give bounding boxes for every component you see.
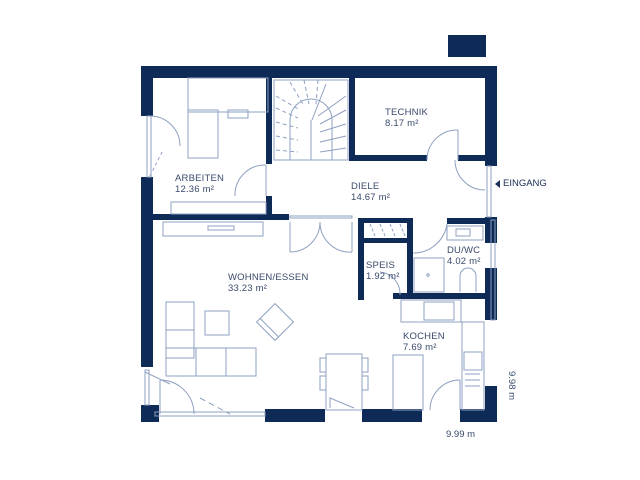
room-area: 1.92 m² [366,271,400,282]
room-name: ARBEITEN [175,173,225,184]
room-name: WOHNEN/ESSEN [228,272,309,283]
room-name: KOCHEN [403,331,445,342]
room-label-arbeiten: ARBEITEN 12.36 m² [175,173,224,195]
room-name: TECHNIK [385,107,429,118]
room-name: DU/WC [447,245,481,256]
room-name: DIELE [351,181,380,192]
room-label-wohnen-essen: WOHNEN/ESSEN 33.23 m² [228,272,309,294]
room-label-du-wc: DU/WC 4.02 m² [447,245,481,267]
fixtures [144,77,496,417]
room-label-kochen: KOCHEN 7.69 m² [403,331,445,353]
entrance-label: EINGANG [503,178,547,189]
dimension-width: 9.99 m [446,429,476,440]
compass-block-icon [448,35,486,57]
room-area: 14.67 m² [351,192,391,203]
room-name: SPEIS [366,260,395,271]
dimension-depth: 9.98 m [506,371,517,401]
arrow-left-icon [495,179,500,188]
room-label-speis: SPEIS 1.92 m² [366,260,400,282]
room-label-technik: TECHNIK 8.17 m² [385,107,428,129]
room-label-diele: DIELE 14.67 m² [351,181,390,203]
room-area: 12.36 m² [175,184,215,195]
interior-walls [153,78,488,300]
entrance-marker: EINGANG [495,178,547,189]
room-area: 33.23 m² [228,283,268,294]
room-area: 4.02 m² [447,256,481,267]
exterior-walls [141,66,497,422]
room-area: 7.69 m² [403,342,437,353]
room-area: 8.17 m² [385,118,419,129]
